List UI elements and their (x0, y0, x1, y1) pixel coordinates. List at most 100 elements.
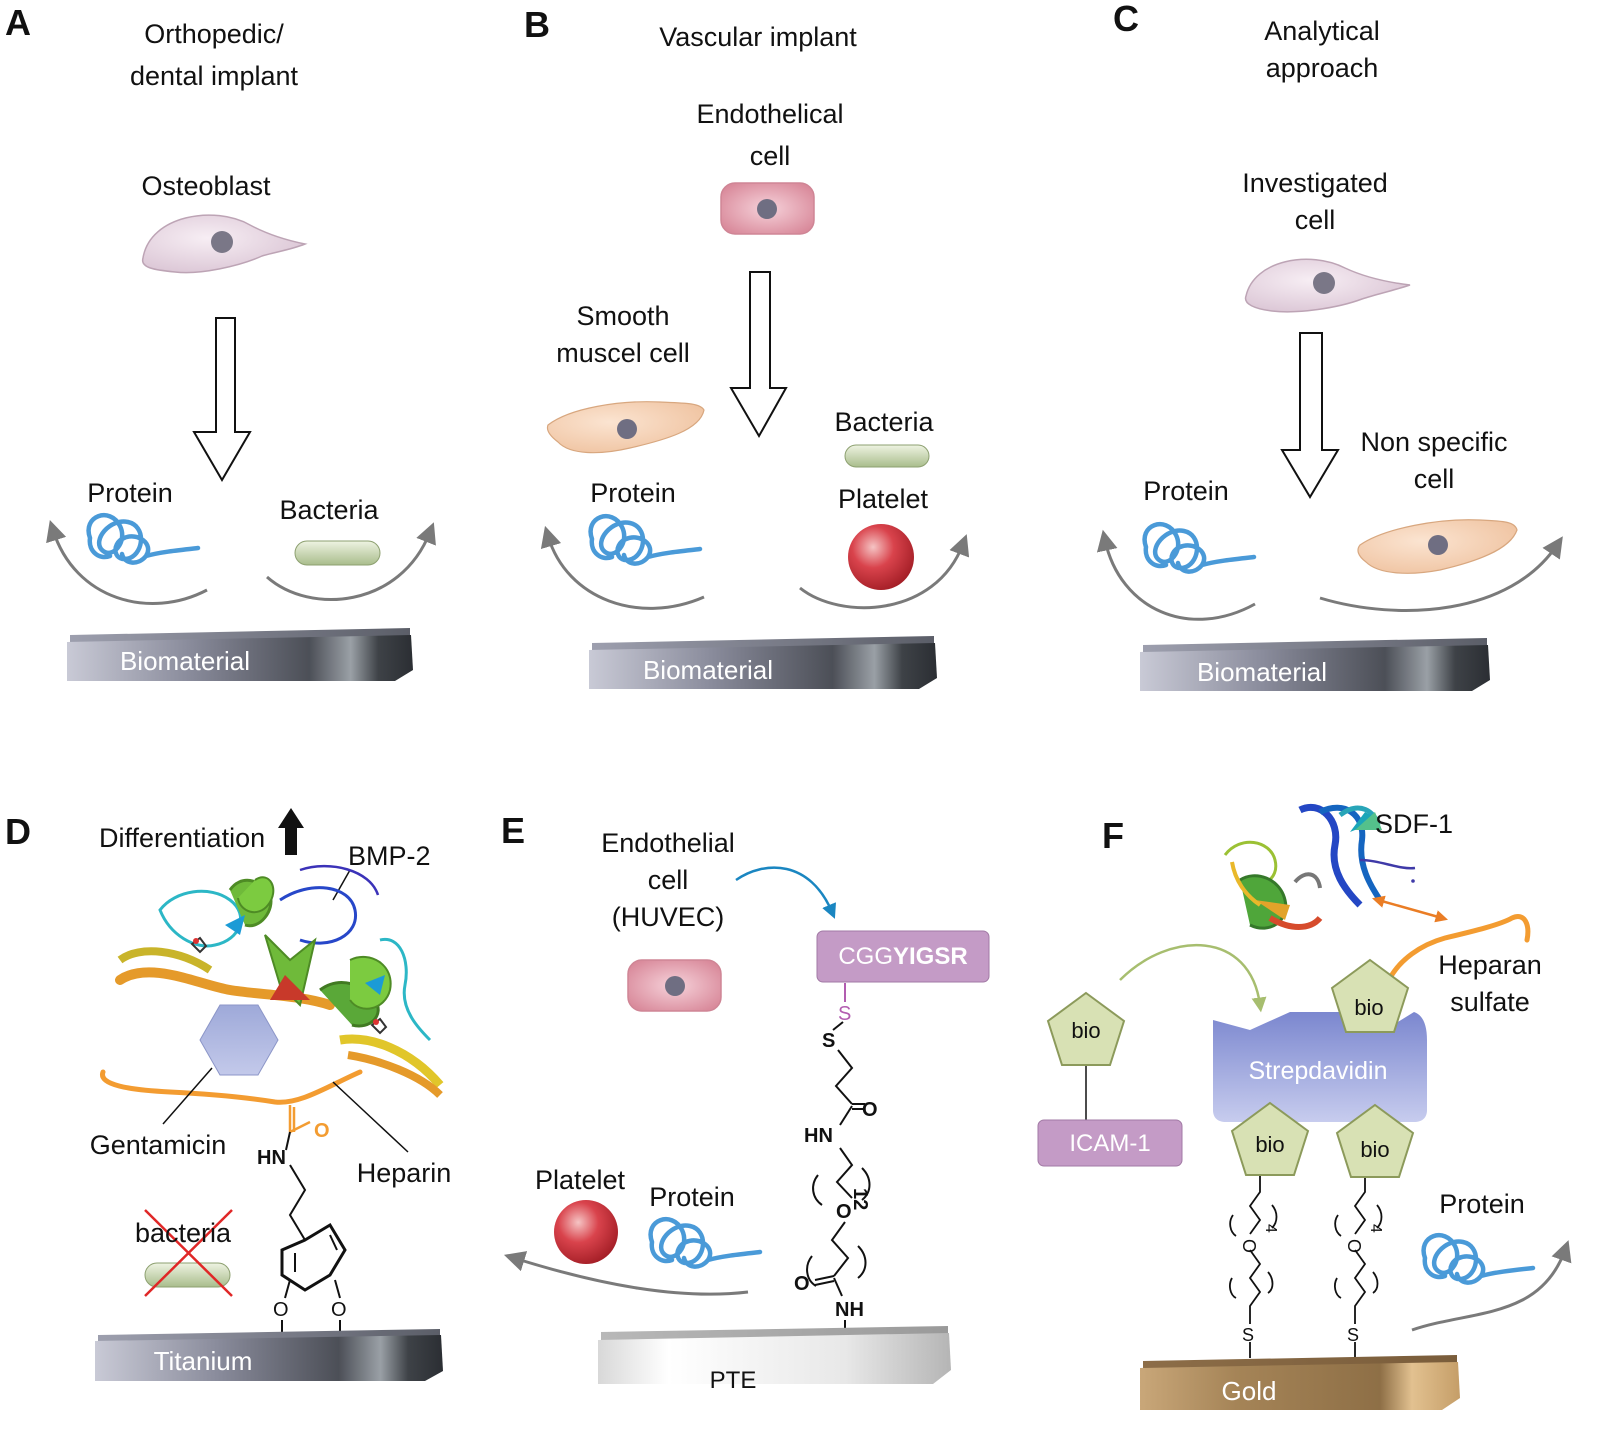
down-arrow-c (1280, 332, 1340, 499)
down-arrow-b (729, 271, 788, 439)
panel-c: C Analytical approach Investigated cell … (1096, 0, 1563, 691)
smooth-muscle-cell-b (546, 401, 705, 454)
bacteria-label-a: Bacteria (279, 495, 379, 525)
bacteria-label-b: Bacteria (834, 407, 934, 437)
panel-letter-b: B (524, 4, 550, 45)
curved-arrow-c-left (1096, 529, 1256, 621)
panel-b: B Vascular implant Endothelical cell Smo… (524, 4, 970, 689)
nonspecific-cell-nucleus (1428, 535, 1448, 555)
platelet-icon-e (554, 1200, 618, 1264)
protein-icon-b (591, 516, 700, 563)
gold-plate: Gold (1140, 1355, 1460, 1410)
investigated-cell-label-line2: cell (1295, 205, 1336, 235)
endothelial-label-line1: Endothelial (601, 828, 735, 858)
bmp2-protein-ribbon (115, 865, 444, 1098)
nonspecific-cell (1357, 519, 1518, 574)
endothelial-cell-e (627, 959, 722, 1012)
heparin-label: Heparin (357, 1158, 452, 1188)
amine-nh-e: NH (835, 1299, 864, 1321)
heparin-pointer (332, 1081, 409, 1153)
panel-c-title-line2: approach (1266, 53, 1379, 83)
panel-c-title-line1: Analytical (1264, 16, 1380, 46)
carbonyl-oxygen-e2: O (794, 1273, 810, 1295)
investigated-cell-label-line1: Investigated (1242, 168, 1388, 198)
catechol-oxygen-2: O (331, 1299, 347, 1321)
platelet-icon-b (848, 524, 914, 590)
amine-hn-e: HN (804, 1125, 833, 1147)
blue-curved-arrow (735, 866, 836, 919)
panel-a-title-line1: Orthopedic/ (144, 19, 284, 49)
streptavidin-label: Strepdavidin (1249, 1057, 1388, 1085)
curved-arrow-a-right (266, 522, 436, 601)
amide-oxygen-label: O (314, 1120, 330, 1142)
peg-linker-left (1229, 1176, 1278, 1358)
osteoblast-nucleus (211, 231, 233, 253)
repeat-count-12: 12 (849, 1188, 871, 1210)
peg-linker-right (1334, 1178, 1383, 1358)
investigated-cell (1244, 258, 1411, 313)
icam-label: ICAM-1 (1069, 1130, 1150, 1157)
smooth-muscle-label-line2: muscel cell (556, 338, 690, 368)
peg-oxygen-right: O (1344, 1239, 1364, 1253)
heparan-label-line2: sulfate (1450, 987, 1530, 1017)
panel-e: E Endothelial cell (HUVEC) CGGYIGSR S S … (501, 810, 990, 1394)
curved-arrow-e (503, 1251, 749, 1296)
peptide-cgg: CGG (838, 943, 893, 970)
endothelial-label-line2: cell (648, 865, 689, 895)
heparin-chain (100, 1069, 363, 1105)
pte-label: PTE (710, 1367, 757, 1394)
biomaterial-label-a: Biomaterial (120, 646, 250, 676)
curved-arrow-c-right (1319, 536, 1563, 612)
protein-icon-a (89, 515, 198, 562)
icam-box (1037, 1119, 1183, 1167)
platelet-label-b: Platelet (838, 484, 929, 514)
nonspecific-cell-label-line2: cell (1414, 464, 1455, 494)
peptide-box: CGGYIGSR (816, 930, 990, 983)
bio-label-left: bio (1255, 1132, 1284, 1157)
thiol-s-black: S (822, 1030, 835, 1052)
heparan-sulfate-chain (1387, 914, 1531, 981)
curved-arrow-b-left (540, 525, 705, 610)
protein-label-a: Protein (87, 478, 173, 508)
bacteria-icon-b (844, 444, 930, 468)
protein-icon-f (1424, 1235, 1533, 1282)
endothelial-cell-b (720, 182, 815, 235)
protein-icon-e (651, 1219, 760, 1266)
peg-count-right: 4 (1367, 1224, 1384, 1233)
protein-label-f: Protein (1439, 1189, 1525, 1219)
bacteria-crossed: bacteria (135, 1209, 233, 1297)
biomaterial-plate-c: Biomaterial (1140, 638, 1490, 691)
titanium-plate: Titanium (95, 1329, 443, 1381)
endothelical-label-line1: Endothelical (696, 99, 843, 129)
thiol-s-right: S (1347, 1325, 1359, 1345)
panel-f: F SDF-1 Heparan sulfate bio I (1037, 804, 1572, 1410)
gentamicin-label: Gentamicin (90, 1130, 227, 1160)
panel-letter-c: C (1113, 0, 1139, 39)
panel-letter-a: A (5, 2, 31, 43)
panel-letter-e: E (501, 810, 525, 851)
bio-label-right: bio (1360, 1137, 1389, 1162)
catechol-oxygen-1: O (273, 1299, 289, 1321)
endothelical-label-line2: cell (750, 141, 791, 171)
panel-a-title-line2: dental implant (130, 61, 299, 91)
osteoblast-cell (141, 214, 308, 274)
thiol-s-left: S (1242, 1325, 1254, 1345)
bio-icam-group: bio ICAM-1 (1037, 992, 1183, 1167)
osteoblast-label: Osteoblast (141, 171, 271, 201)
biomaterial-plate-a: Biomaterial (67, 628, 413, 681)
ether-oxygen-e: O (836, 1201, 852, 1223)
pte-plate: PTE (598, 1326, 951, 1394)
linker-chain-e: S S O HN 12 O O NH (794, 983, 878, 1338)
curved-arrow-f (1411, 1240, 1572, 1332)
biomaterial-plate-b: Biomaterial (589, 636, 937, 689)
platelet-label-e: Platelet (535, 1165, 626, 1195)
smooth-muscle-label-line1: Smooth (576, 301, 669, 331)
peg-count-left: 4 (1262, 1224, 1279, 1233)
protein-label-c: Protein (1143, 476, 1229, 506)
gentamicin-hexagon (199, 1004, 279, 1076)
protein-label-e: Protein (649, 1182, 735, 1212)
orange-double-arrow (1371, 895, 1449, 923)
smooth-muscle-nucleus (617, 419, 637, 439)
titanium-label: Titanium (154, 1346, 253, 1376)
